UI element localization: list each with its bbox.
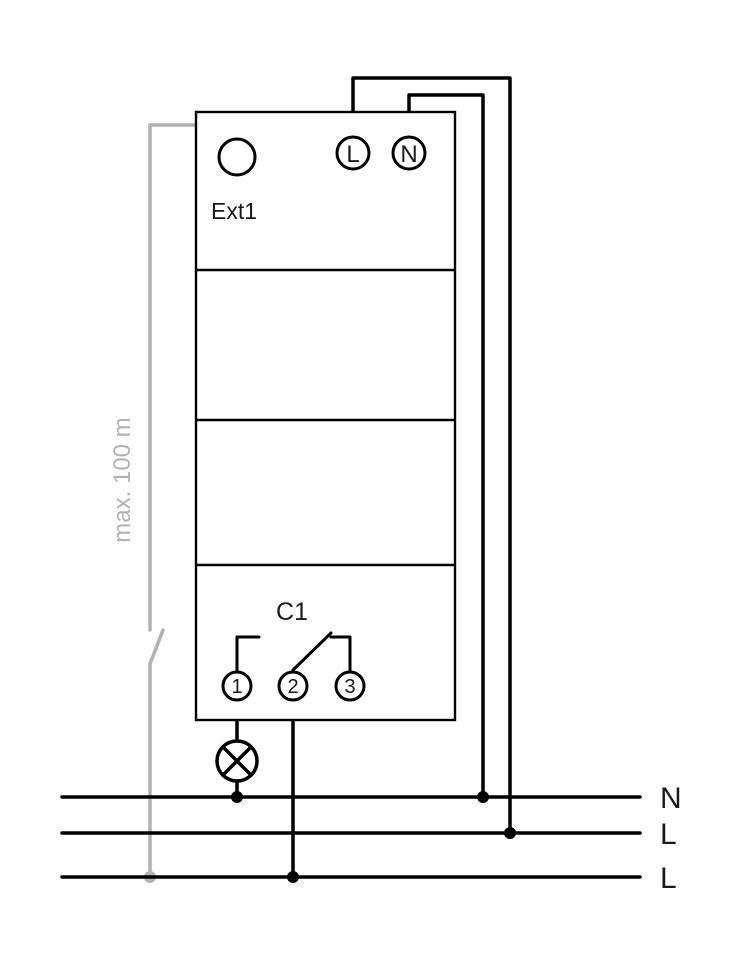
neutral-terminal-circle: [391, 135, 427, 171]
contact-arm: [291, 631, 333, 672]
terminal-1-label: 1: [231, 676, 242, 698]
terminal-1-circle: [221, 670, 253, 702]
live-junction-dot: [504, 827, 516, 839]
channel-label: C1: [276, 598, 308, 626]
bus-label-n: N: [660, 782, 682, 815]
mains-buses: N L L: [60, 782, 682, 895]
ext1-terminal-label: Ext1: [211, 198, 257, 224]
lamp-cross-2: [221, 745, 253, 777]
device-body: Ext1 L N C1 1 2 3: [194, 110, 457, 722]
bus-label-l2: L: [660, 862, 677, 895]
contact-bracket-terminal-3: [329, 635, 352, 672]
load-wires: [231, 698, 299, 883]
ext1-terminal-circle: [217, 137, 257, 177]
live-terminal-label: L: [346, 141, 359, 168]
terminal-2-label: 2: [287, 676, 298, 698]
terminal-2-circle: [277, 670, 309, 702]
max-length-label: max. 100 m: [109, 417, 136, 542]
lamp-junction-dot: [231, 791, 243, 803]
bus-label-l1: L: [660, 818, 677, 851]
relay-contact-c1: C1 1 2 3: [221, 598, 366, 702]
live-terminal-circle: [335, 135, 371, 171]
terminal-3-label: 3: [344, 676, 355, 698]
terminal-3-circle: [334, 670, 366, 702]
switch-lever-icon: [148, 628, 165, 666]
remote-switch-circuit: max. 100 m: [109, 123, 239, 883]
terminal-2-junction-dot: [287, 871, 299, 883]
live-wire: [351, 76, 512, 835]
device-outline: [194, 110, 457, 722]
neutral-junction-dot: [477, 791, 489, 803]
neutral-terminal-label: N: [400, 141, 417, 168]
contact-bracket-terminal-1: [235, 635, 261, 672]
lamp-icon: [215, 739, 259, 783]
